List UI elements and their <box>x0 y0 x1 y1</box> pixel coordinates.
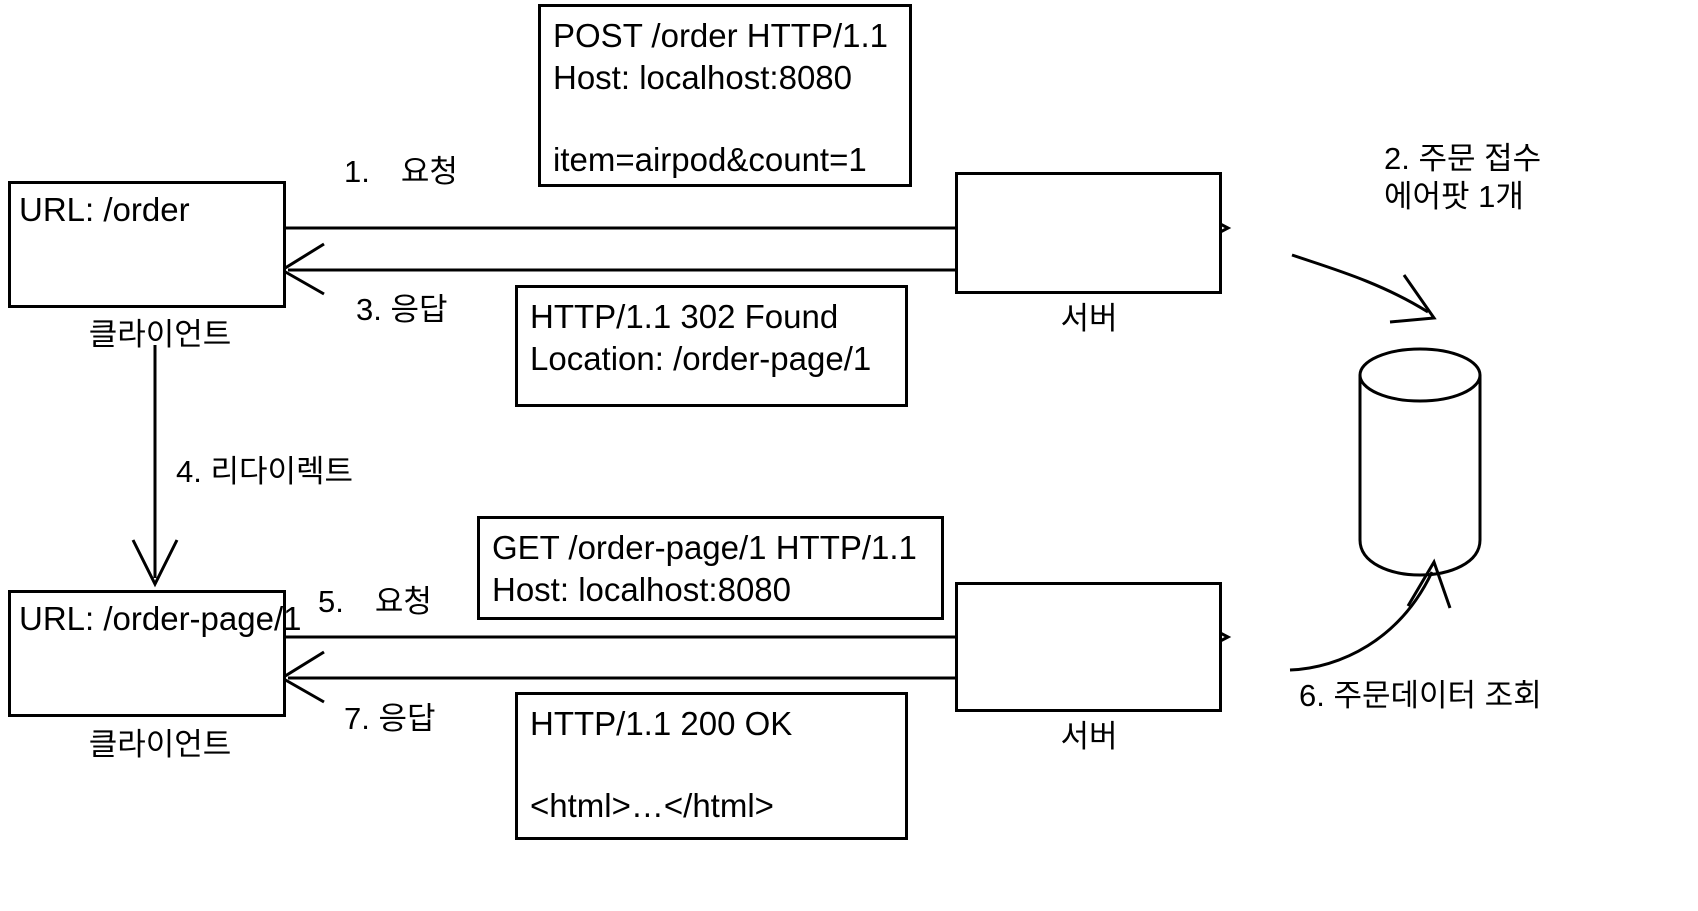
server-top-caption: 서버 <box>1060 301 1118 336</box>
client-top-caption: 클라이언트 <box>88 317 232 352</box>
msgbox-ok-response: HTTP/1.1 200 OK <html>…</html> <box>515 692 908 840</box>
post-request-blank-line <box>553 99 909 139</box>
post-request-line-1: POST /order HTTP/1.1 <box>553 17 888 54</box>
redirect-response-line-1: HTTP/1.1 302 Found <box>530 298 839 335</box>
arrow-step4-head <box>131 539 179 588</box>
post-request-line-2: Host: localhost:8080 <box>553 59 853 96</box>
msgbox-redirect-response: HTTP/1.1 302 Found Location: /order-page… <box>515 285 908 407</box>
arrow-step6-curve <box>1289 571 1434 672</box>
ok-response-line-3: <html>…</html> <box>530 787 774 824</box>
client-top-label: URL: /order <box>19 191 190 228</box>
label-step-2-line-2: 에어팟 1개 <box>1384 179 1524 214</box>
label-step-1: 1. 요청 <box>344 154 458 189</box>
ok-response-line-1: HTTP/1.1 200 OK <box>530 705 793 742</box>
label-step-7: 7. 응답 <box>344 701 436 736</box>
label-step-4: 4. 리다이렉트 <box>176 454 354 489</box>
redirect-response-line-2: Location: /order-page/1 <box>530 340 872 377</box>
msgbox-get-request: GET /order-page/1 HTTP/1.1 Host: localho… <box>477 516 944 620</box>
label-step-3: 3. 응답 <box>356 292 448 327</box>
label-step-5: 5. 요청 <box>318 584 432 619</box>
database-cylinder <box>1358 347 1482 577</box>
server-bottom-caption: 서버 <box>1060 719 1118 754</box>
node-client-top: URL: /order <box>8 181 286 308</box>
label-step-2: 2. 주문 접수 에어팟 1개 <box>1384 140 1684 216</box>
arrow-step2-head <box>1389 274 1437 324</box>
get-request-line-2: Host: localhost:8080 <box>492 571 792 608</box>
label-step-6: 6. 주문데이터 조회 <box>1299 678 1542 713</box>
arrow-step2-curve <box>1291 253 1429 314</box>
ok-response-blank-line <box>530 745 905 785</box>
node-server-top <box>955 172 1222 294</box>
client-bottom-caption: 클라이언트 <box>88 727 232 762</box>
get-request-line-1: GET /order-page/1 HTTP/1.1 <box>492 529 917 566</box>
client-bottom-label: URL: /order-page/1 <box>19 600 302 637</box>
msgbox-post-request: POST /order HTTP/1.1 Host: localhost:808… <box>538 4 912 187</box>
node-client-bottom: URL: /order-page/1 <box>8 590 301 717</box>
label-step-2-line-1: 2. 주문 접수 <box>1384 141 1542 176</box>
post-request-line-4: item=airpod&count=1 <box>553 141 867 178</box>
arrow-step6-head <box>1406 558 1452 609</box>
node-server-bottom <box>955 582 1222 712</box>
